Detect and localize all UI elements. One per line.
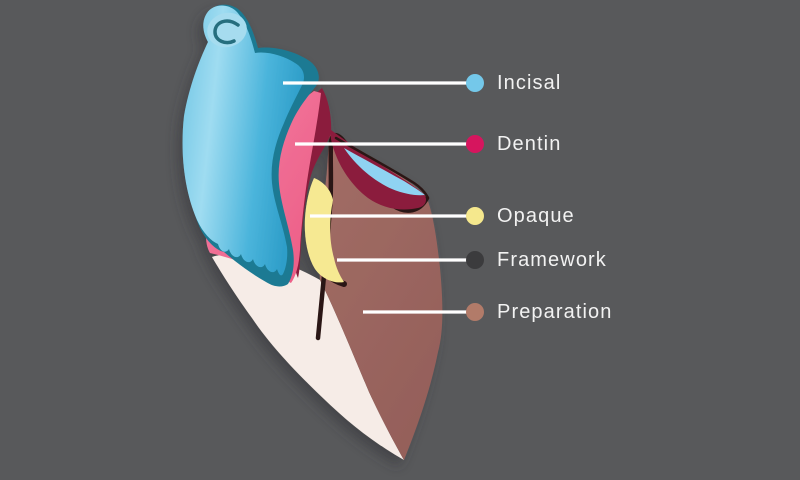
preparation-dot [466,303,484,321]
incisal-curl-swirl [213,19,240,45]
opaque-label: Opaque [497,205,575,227]
dentin-dot [466,135,484,153]
natural-tooth-shape [212,253,404,460]
preparation-layer-shape [319,132,443,460]
framework-label: Framework [497,249,607,271]
back-wall-edge [334,136,429,198]
incisal-dot [466,74,484,92]
dentin-label: Dentin [497,133,562,155]
legend-lines [283,81,470,314]
opaque-dot [466,207,484,225]
preparation-label: Preparation [497,301,613,323]
incisal-label: Incisal [497,72,562,94]
incisal-layer-shape [182,5,305,276]
incisal-sliver-shape [344,148,425,196]
tooth-group [182,4,443,460]
opaque-layer-shape [304,178,344,283]
framework-dot [466,251,484,269]
